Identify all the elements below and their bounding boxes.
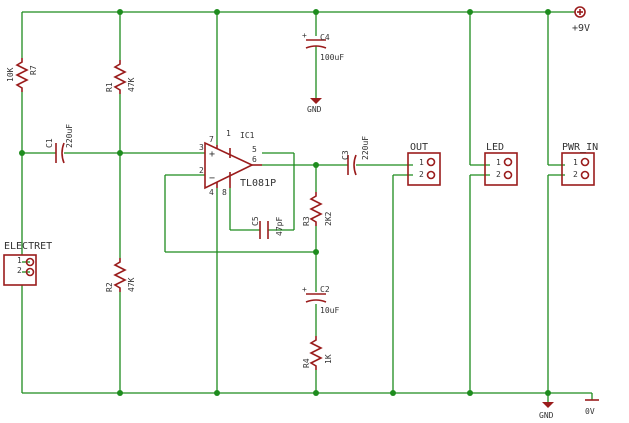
c4-ref: C4 — [320, 33, 330, 42]
gnd-label-0v: 0V — [585, 407, 595, 416]
led-pin2: 2 — [496, 170, 501, 179]
capacitor-c1: C1 220uF — [45, 124, 74, 164]
supply-label: +9V — [572, 23, 590, 34]
pwr-in-name: PWR_IN — [562, 142, 598, 153]
supply-terminal: +9V — [572, 6, 590, 34]
r4-ref: R4 — [302, 358, 311, 368]
connector-out: 1 2 OUT — [407, 142, 441, 186]
opamp-ic1: + − IC1 TL081P 3 2 7 1 5 6 4 8 — [199, 129, 276, 197]
connector-pwr-in: 1 2 PWR_IN — [561, 142, 598, 186]
capacitor-c2: + C2 10uF — [302, 285, 339, 315]
led-name: LED — [486, 142, 504, 153]
gnd-symbol-c4: GND — [307, 98, 322, 114]
gnd-symbol-0v: 0V — [585, 399, 599, 416]
svg-text:+: + — [302, 285, 307, 294]
pin-6: 6 — [252, 155, 257, 164]
pwr-in-pin2: 2 — [573, 170, 578, 179]
out-pin1: 1 — [419, 158, 424, 167]
pwr-in-pin1: 1 — [573, 158, 578, 167]
out-pin2: 2 — [419, 170, 424, 179]
r2-value: 47K — [127, 277, 136, 292]
resistor-r3: R3 2K2 — [302, 192, 333, 226]
ic1-value: TL081P — [240, 178, 276, 189]
ic1-ref: IC1 — [240, 131, 255, 140]
c1-ref: C1 — [45, 138, 54, 148]
capacitor-c4: + C4 100uF — [302, 31, 344, 62]
pin-4: 4 — [209, 188, 214, 197]
capacitor-c5: C5 47pF — [251, 216, 284, 239]
pin-5: 5 — [252, 145, 257, 154]
pin-8: 8 — [222, 188, 227, 197]
c2-value: 10uF — [320, 306, 339, 315]
r7-value: 10K — [6, 67, 15, 82]
svg-text:+: + — [302, 31, 307, 40]
connector-led: 1 2 LED — [484, 142, 518, 186]
electret-pin2: 2 — [17, 266, 22, 275]
pin-1: 1 — [226, 129, 231, 138]
r1-ref: R1 — [105, 82, 114, 92]
out-name: OUT — [410, 142, 428, 153]
electret-pin1: 1 — [17, 256, 22, 265]
r2-ref: R2 — [105, 282, 114, 292]
capacitor-c3: C3 220uF — [341, 136, 370, 176]
led-pin1: 1 — [496, 158, 501, 167]
c4-value: 100uF — [320, 53, 344, 62]
resistor-r2: R2 47K — [105, 258, 136, 292]
r3-ref: R3 — [302, 216, 311, 226]
r3-value: 2K2 — [324, 211, 333, 226]
resistor-r7: 10K R7 — [6, 58, 38, 92]
c3-ref: C3 — [341, 150, 350, 160]
r1-value: 47K — [127, 77, 136, 92]
opamp-plus: + — [209, 149, 215, 160]
junctions — [19, 9, 551, 396]
resistor-r1: R1 47K — [105, 60, 136, 94]
c3-value: 220uF — [361, 136, 370, 160]
wires — [21, 11, 593, 402]
c5-ref: C5 — [251, 216, 260, 226]
resistor-r4: R4 1K — [302, 336, 333, 370]
connector-electret: 1 2 ELECTRET — [3, 241, 52, 286]
gnd-symbol-main: GND — [539, 402, 554, 420]
c2-ref: C2 — [320, 285, 330, 294]
r4-value: 1K — [324, 354, 333, 364]
r7-ref: R7 — [29, 65, 38, 75]
gnd-label-main: GND — [539, 411, 554, 420]
pin-7: 7 — [209, 135, 214, 144]
c1-value: 220uF — [65, 124, 74, 148]
electret-name: ELECTRET — [4, 241, 52, 252]
pin-2: 2 — [199, 166, 204, 175]
gnd-label-c4: GND — [307, 105, 322, 114]
c5-value: 47pF — [275, 217, 284, 236]
opamp-minus: − — [209, 173, 215, 184]
pin-3: 3 — [199, 143, 204, 152]
